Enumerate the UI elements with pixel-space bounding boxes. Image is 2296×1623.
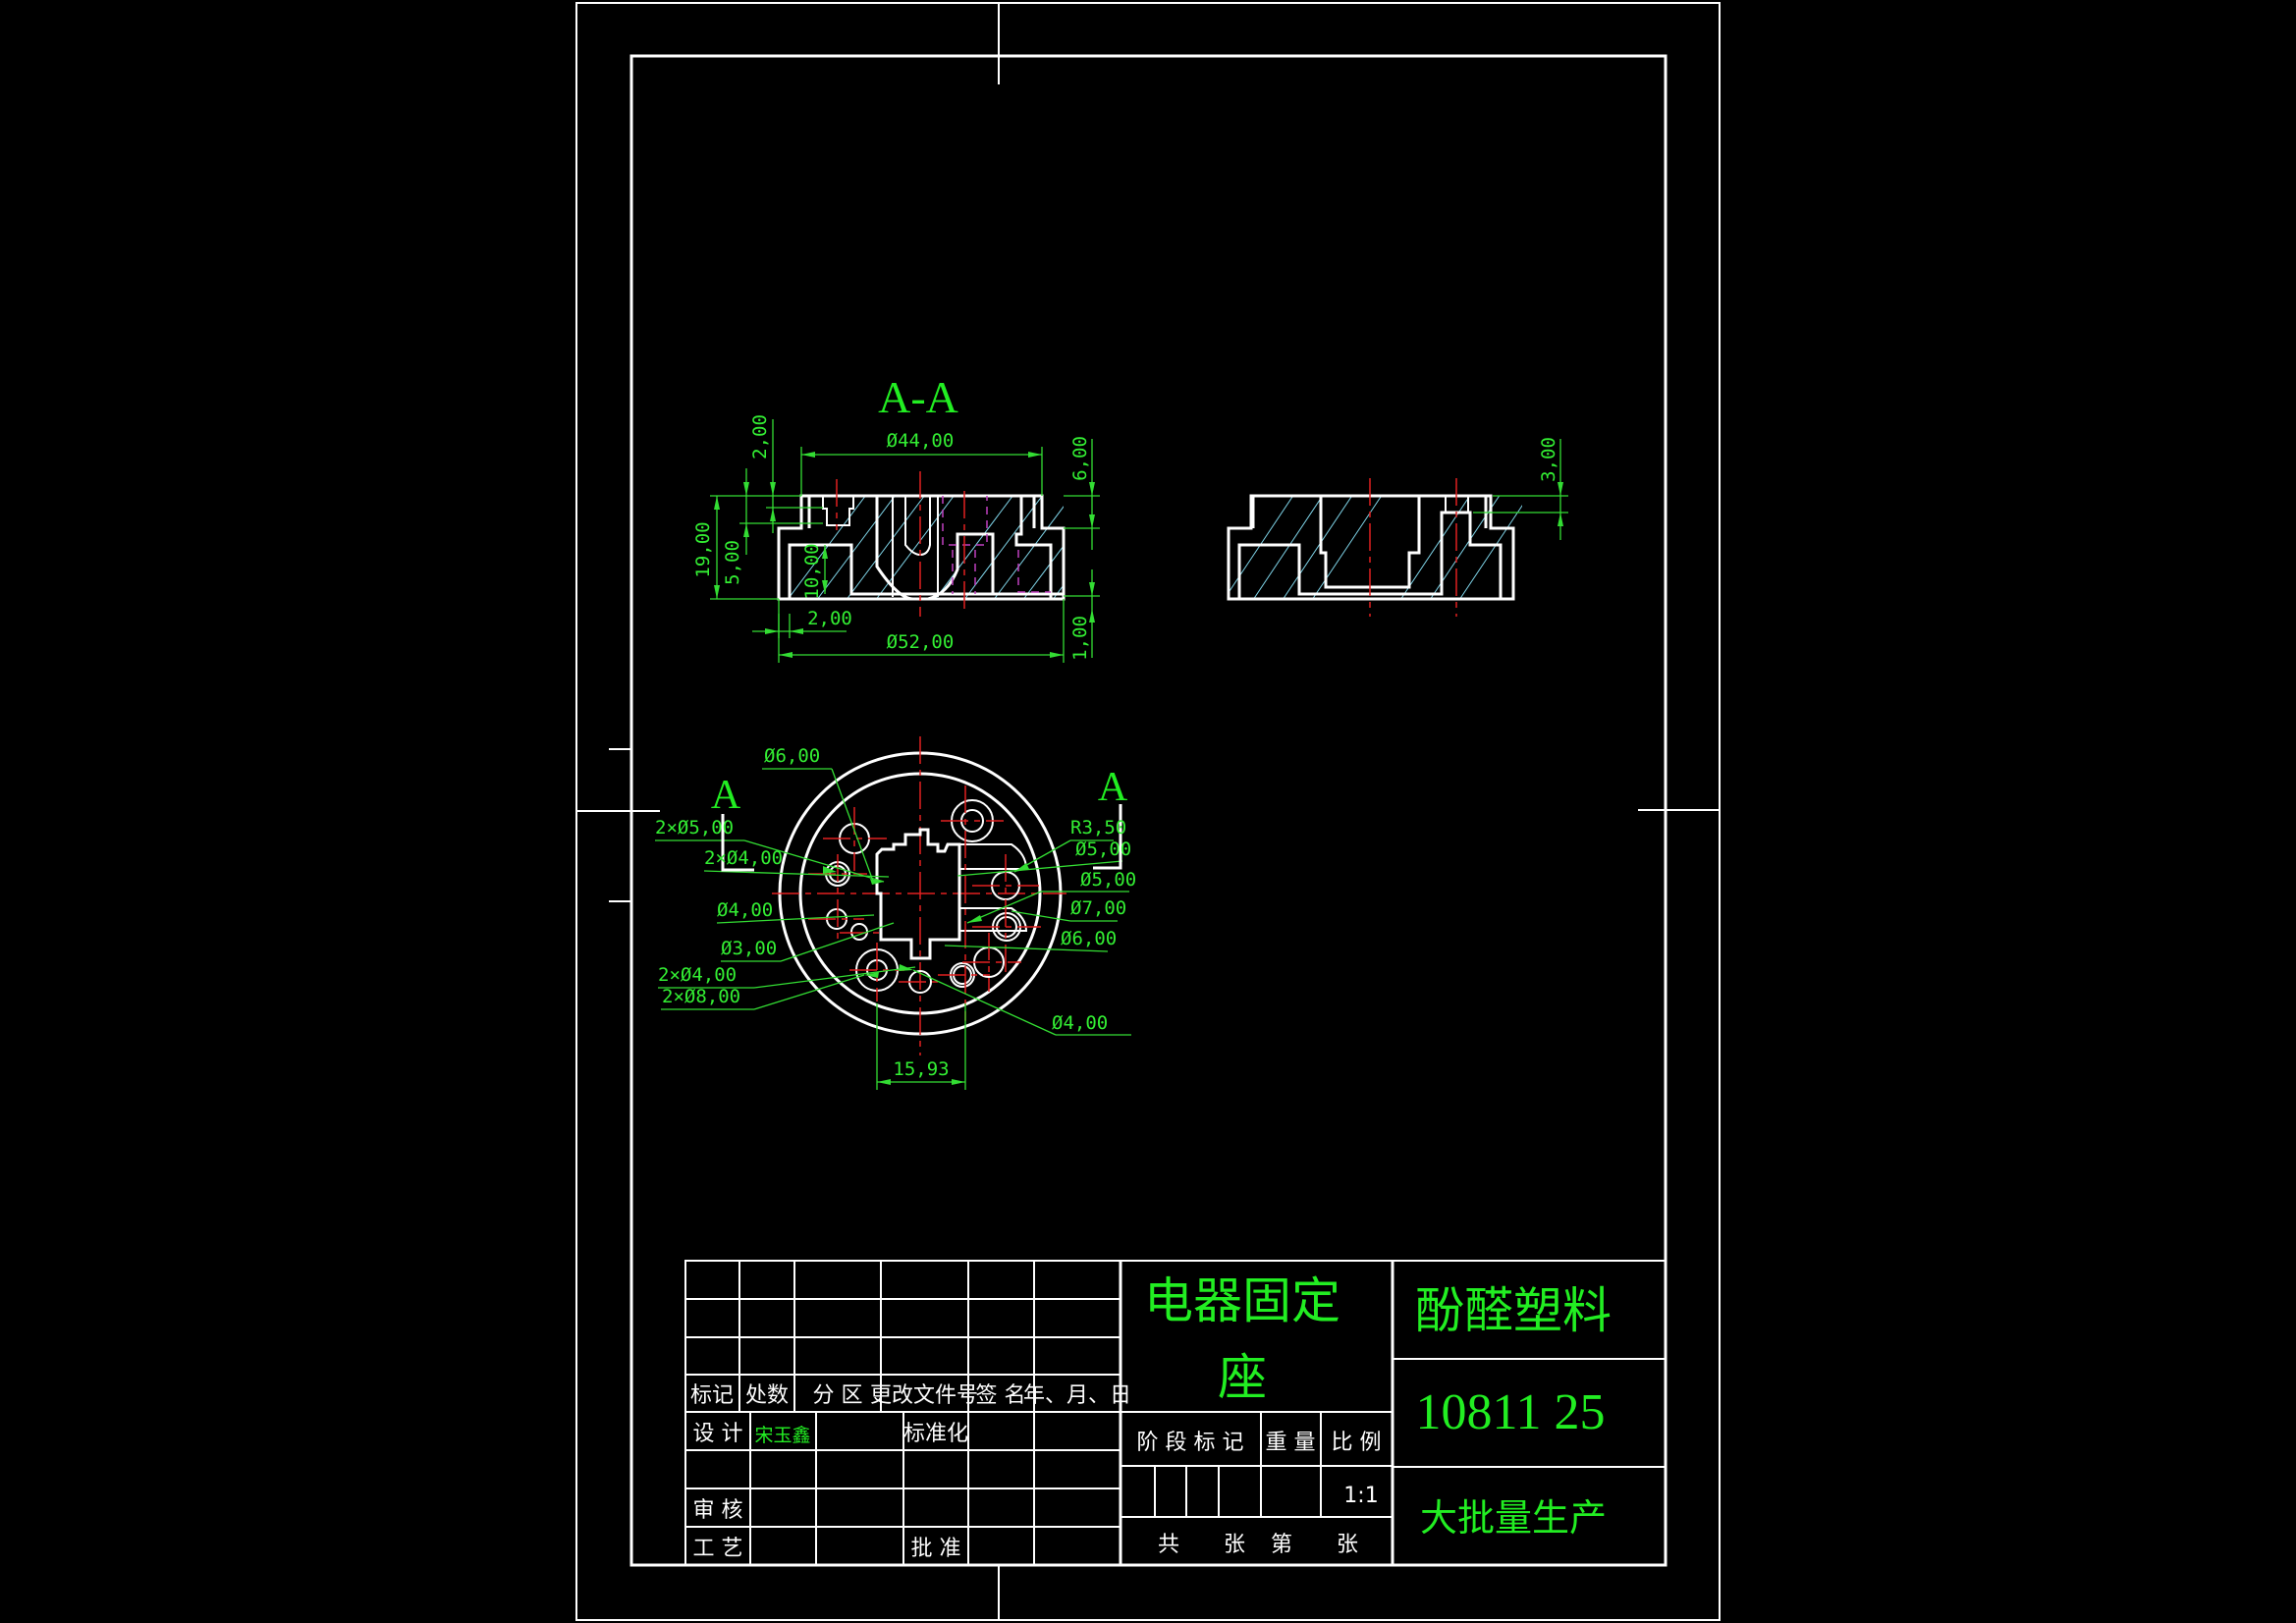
tb-review-label: 审 核 [693,1498,743,1523]
dim-d7: Ø7,00 [1070,897,1126,919]
dim-pocket-depth: 10,00 [801,543,823,599]
dim-top-step: 2,00 [749,414,771,460]
tb-scale-label: 比 例 [1332,1431,1382,1455]
tb-material: 酚醛塑料 [1415,1282,1612,1339]
side-section-view: 3,00 [1227,437,1568,617]
dim-d5-a: Ø5,00 [1075,839,1131,860]
dim-flange-height: 5,00 [722,540,743,585]
dim-d6-right: Ø6,00 [1061,928,1117,949]
section-arrow-left [721,814,754,872]
dim-2xd8: 2×Ø8,00 [662,986,740,1007]
dim-r3-5: R3,50 [1070,817,1126,839]
dim-2xd4-b: 2×Ø4,00 [658,964,737,986]
dim-top-diameter: Ø44,00 [887,430,955,452]
dim-d5-b: Ø5,00 [1080,869,1136,891]
tb-header-count: 处数 [745,1383,789,1408]
tb-approve-label: 批 准 [911,1537,961,1561]
tb-sheet-no-unit-label: 张 [1337,1533,1358,1557]
tb-header-signature: 签 名 [976,1383,1026,1408]
dim-2xd5: 2×Ø5,00 [655,817,734,839]
top-view: A A Ø6,00 2×Ø5,00 2×Ø4,00 Ø4,00 Ø3,00 2×… [655,736,1136,1090]
dim-bottom-diameter: Ø52,00 [887,631,955,653]
tb-design-label: 设 计 [693,1422,743,1446]
section-title: A-A [878,372,958,422]
title-block: 标记 处数 分 区 更改文件号 签 名 年、月、日 设 计 宋玉鑫 标准化 审 … [684,1260,1667,1566]
dim-d3: Ø3,00 [721,938,777,959]
section-marker-left: A [711,773,741,818]
dim-2xd4-a: 2×Ø4,00 [704,847,783,869]
dim-side-step: 3,00 [1538,437,1559,482]
dim-d4-right: Ø4,00 [1052,1012,1108,1034]
tb-sheets-total-label: 共 [1158,1533,1179,1557]
dim-overall-height: 19,00 [692,521,714,577]
dim-right-top: 6,00 [1069,436,1091,481]
tb-header-date: 年、月、日 [1023,1383,1131,1408]
dim-wall-thickness: 2,00 [807,608,852,629]
tb-stage-mark-label: 阶 段 标 记 [1137,1431,1244,1455]
tb-designer-name: 宋玉鑫 [754,1425,810,1446]
tb-process-label: 工 艺 [693,1537,743,1561]
tb-standardization-label: 标准化 [903,1422,968,1446]
tb-production-note: 大批量生产 [1420,1496,1607,1540]
centering-marks [576,3,1720,1620]
dim-right-bottom: 1,00 [1069,616,1091,661]
dim-d6-top: Ø6,00 [764,745,820,767]
dim-15-93: 15,93 [893,1058,949,1080]
dim-d4-left: Ø4,00 [717,899,773,921]
tb-drawing-number: 10811 25 [1415,1384,1605,1440]
tb-part-name-line2: 座 [1218,1349,1267,1406]
section-arrow-right [1093,804,1122,870]
tb-scale-value: 1:1 [1343,1484,1378,1508]
tb-header-change-doc: 更改文件号 [870,1383,978,1408]
tb-part-name-line1: 电器固定 [1144,1272,1340,1329]
tb-weight-label: 重 量 [1266,1431,1316,1455]
section-view-a-a: A-A [692,372,1100,663]
tb-header-zone: 分 区 [813,1383,863,1408]
tb-sheet-no-label: 第 [1271,1533,1292,1557]
section-marker-right: A [1098,765,1128,810]
tb-sheets-unit-label: 张 [1224,1533,1245,1557]
tb-header-mark: 标记 [690,1383,734,1408]
outer-border [575,2,1721,1621]
